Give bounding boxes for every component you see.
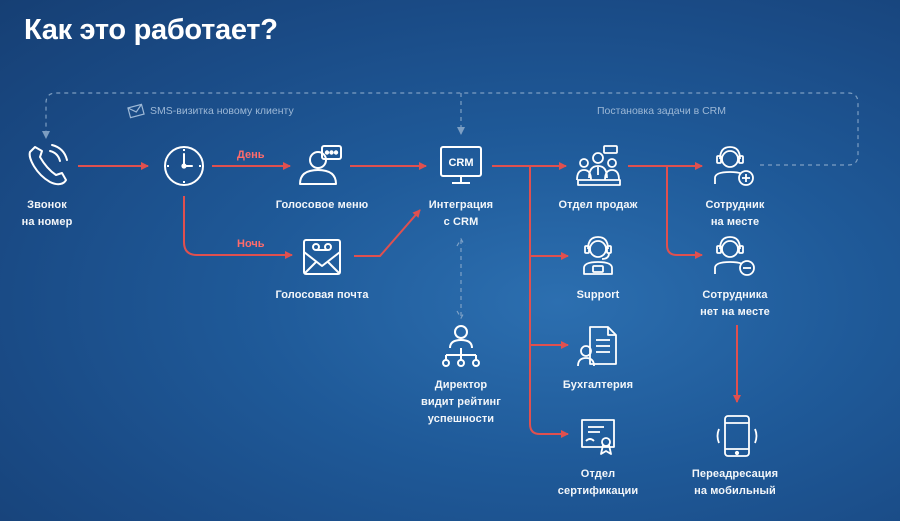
sales-team-icon [576, 145, 621, 186]
operator-minus-icon [714, 236, 755, 276]
node-call-line-1: Звонок [27, 199, 67, 211]
node-forward: Переадресация на мобильный [692, 466, 778, 500]
voice-menu-icon [299, 145, 342, 185]
accounting-document-icon [577, 326, 617, 367]
node-forward-line-2: на мобильный [694, 485, 776, 497]
mobile-phone-icon [716, 415, 758, 457]
node-voicemail: Голосовая почта [275, 287, 368, 304]
branch-day-label: День [237, 149, 265, 161]
node-director-line-1: Директор [434, 379, 488, 391]
sms-note: SMS-визитка новому клиенту [150, 105, 294, 117]
node-employee-on-line-2: на месте [710, 216, 760, 228]
node-voice-menu-line-1: Голосовое меню [275, 199, 369, 211]
node-crm-line-2: с CRM [443, 216, 479, 228]
node-sales: Отдел продаж [559, 197, 638, 214]
phone-icon [28, 144, 68, 186]
node-call: Звонок на номер [22, 197, 73, 231]
sms-envelope-icon [127, 103, 145, 119]
node-forward-line-1: Переадресация [691, 468, 779, 480]
node-employee-off-line-2: нет на месте [700, 306, 770, 318]
page-title: Как это работает? [24, 14, 278, 46]
voicemail-envelope-icon [303, 239, 341, 275]
node-employee-on-line-1: Сотрудник [705, 199, 765, 211]
node-support: Support [577, 287, 620, 304]
node-sales-line-1: Отдел продаж [558, 199, 638, 211]
node-voice-menu: Голосовое меню [276, 197, 369, 214]
node-support-line-1: Support [576, 289, 620, 301]
node-employee-off-line-1: Сотрудника [702, 289, 768, 301]
node-director: Директор видит рейтинг успешности [421, 377, 501, 428]
operator-plus-icon [714, 146, 754, 186]
node-voicemail-line-1: Голосовая почта [275, 289, 369, 301]
node-certification-line-2: сертификации [557, 485, 639, 497]
svg-text:CRM: CRM [448, 157, 473, 169]
clock-icon [164, 146, 204, 186]
crm-task-note: Постановка задачи в CRM [597, 105, 727, 117]
node-accounting: Бухгалтерия [563, 377, 633, 394]
node-director-line-3: успешности [427, 413, 495, 425]
certificate-icon [581, 419, 615, 455]
dashed-loop [42, 92, 859, 320]
node-crm-line-1: Интеграция [428, 199, 494, 211]
support-headset-icon [583, 236, 613, 275]
node-accounting-line-1: Бухгалтерия [562, 379, 634, 391]
node-crm: Интеграция с CRM [429, 197, 493, 231]
node-employee-on: Сотрудник на месте [706, 197, 765, 231]
branch-night-label: Ночь [237, 238, 265, 250]
node-certification-line-1: Отдел [580, 468, 616, 480]
flow-arrows [78, 162, 741, 438]
node-call-line-2: на номер [21, 216, 73, 228]
node-director-line-2: видит рейтинг [421, 396, 501, 408]
node-employee-off: Сотрудника нет на месте [700, 287, 770, 321]
node-certification: Отдел сертификации [558, 466, 638, 500]
org-chart-icon [442, 325, 480, 367]
crm-monitor-icon: CRM [440, 146, 482, 184]
